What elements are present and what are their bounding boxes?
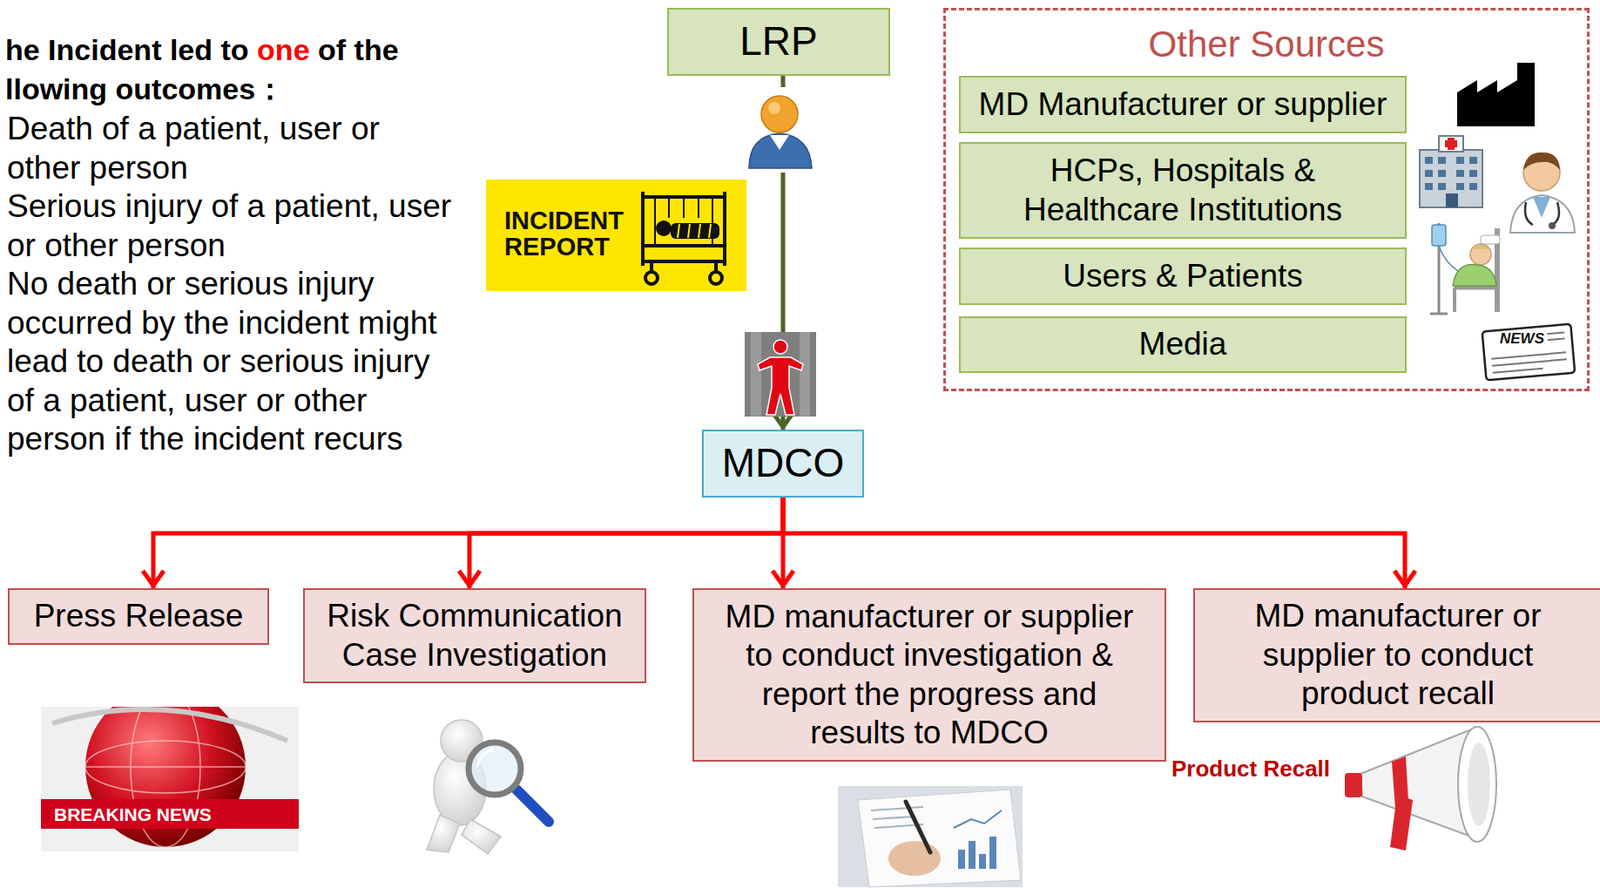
action-box: MD manufacturer or supplier to conduct i… [692, 587, 1167, 762]
box-text: Risk Communication Case Investigation [317, 596, 632, 675]
box-text: MD manufacturer or supplier to conduct i… [715, 597, 1143, 753]
newspaper-icon [1482, 324, 1575, 381]
megaphone-icon [1344, 726, 1497, 851]
banner-text: BREAKING NEWS [54, 803, 212, 825]
arrow-head [772, 570, 794, 586]
patient-bed-icon [1430, 222, 1500, 314]
action-box: MD manufacturer or supplier to conduct p… [1193, 587, 1600, 723]
outcome-item: Serious injury of a patient, user or oth… [6, 187, 473, 265]
source-box: Users & Patients [958, 247, 1407, 305]
agency-logo [744, 331, 817, 417]
agency-box: MDCO [702, 429, 865, 498]
box-text: LRP [739, 17, 817, 66]
box-text: MD manufacturer or supplier to conduct p… [1223, 596, 1573, 713]
box-text: Users & Patients [1062, 256, 1303, 296]
reporter-box: LRP [667, 7, 891, 76]
connector-line [783, 497, 1405, 588]
flow-connector [459, 497, 784, 588]
doctor-icon [1510, 152, 1575, 233]
incident-report-picture [486, 179, 747, 291]
outcome-item: Death of a patient, user or other person [6, 109, 408, 188]
box-text: MDCO [722, 438, 845, 487]
picture-caption: Product Recall [1171, 755, 1330, 783]
source-box: HCPs, Hospitals & Healthcare Institution… [958, 141, 1407, 239]
heading-text: he Incident led to [5, 33, 250, 67]
source-group: Other Sources MD Manufacturer or supplier… [943, 7, 1590, 392]
person-icon [744, 87, 815, 173]
breaking-news-picture [40, 706, 299, 851]
source-box: MD Manufacturer or supplier [958, 75, 1407, 134]
flow-connector [783, 497, 1416, 588]
box-text: Press Release [33, 596, 244, 635]
action-box: Risk Communication Case Investigation [303, 587, 647, 683]
factory-icon [1457, 62, 1535, 127]
outcome-item: No death or serious injury occurred by t… [6, 264, 453, 460]
source-box: Media [958, 316, 1407, 373]
box-text: HCPs, Hospitals & Healthcare Institution… [999, 151, 1366, 230]
investigator-figure [426, 719, 549, 854]
paperwork-photo [837, 785, 1023, 887]
connector-line [153, 497, 784, 588]
picture-caption: INCIDENT REPORT [504, 207, 644, 261]
box-text: Media [1139, 324, 1228, 364]
arrow-head [1394, 570, 1416, 586]
flow-connector [142, 497, 784, 588]
action-box: Press Release [7, 587, 270, 645]
hospital-icon [1419, 135, 1483, 208]
picture-caption: NEWS [1499, 330, 1545, 348]
group-title: Other Sources [945, 22, 1587, 67]
highlight-word: one [256, 33, 310, 67]
arrow-head [142, 570, 164, 586]
arrow-head [459, 570, 480, 586]
outcome-heading: he Incident led tooneof the llowing outc… [5, 30, 424, 109]
box-text: MD Manufacturer or supplier [978, 85, 1388, 124]
connector-line [469, 497, 784, 588]
